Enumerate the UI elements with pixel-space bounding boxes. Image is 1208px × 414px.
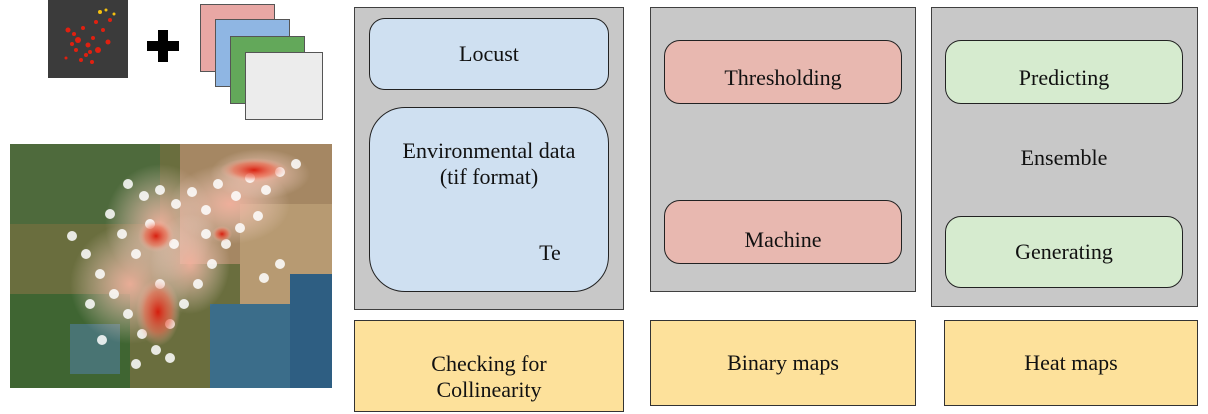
machine-box: Machine: [664, 200, 902, 264]
predicting-label: Predicting: [1018, 65, 1110, 90]
collinearity-box: Checking for Collinearity: [354, 320, 624, 412]
thresholding-label: Thresholding: [724, 65, 842, 90]
heat-maps-box: Heat maps: [944, 320, 1198, 406]
predicting-box: Predicting: [945, 40, 1183, 104]
generating-label: Generating: [1015, 238, 1113, 264]
environmental-data-box: Environmental data (tif format): [369, 107, 609, 292]
generating-box: Generating: [945, 216, 1183, 288]
locust-points-thumbnail: [48, 0, 128, 78]
locust-box: Locust: [369, 18, 609, 90]
thresholding-box: Thresholding: [664, 40, 902, 104]
locust-label: Locust: [459, 40, 519, 66]
collinearity-label: Checking for Collinearity: [431, 351, 547, 403]
machine-label: Machine: [744, 227, 822, 252]
occurrence-heat-map: [10, 144, 332, 388]
raster-layers-icon: [200, 4, 325, 124]
environmental-extra-label: Te: [539, 240, 561, 265]
binary-maps-box: Binary maps: [650, 320, 916, 406]
heat-maps-label: Heat maps: [1024, 349, 1118, 375]
binary-maps-label: Binary maps: [727, 349, 839, 375]
environmental-data-label: Environmental data (tif format): [402, 138, 576, 190]
ensemble-label: Ensemble: [1020, 145, 1108, 170]
plus-icon: [147, 30, 179, 62]
